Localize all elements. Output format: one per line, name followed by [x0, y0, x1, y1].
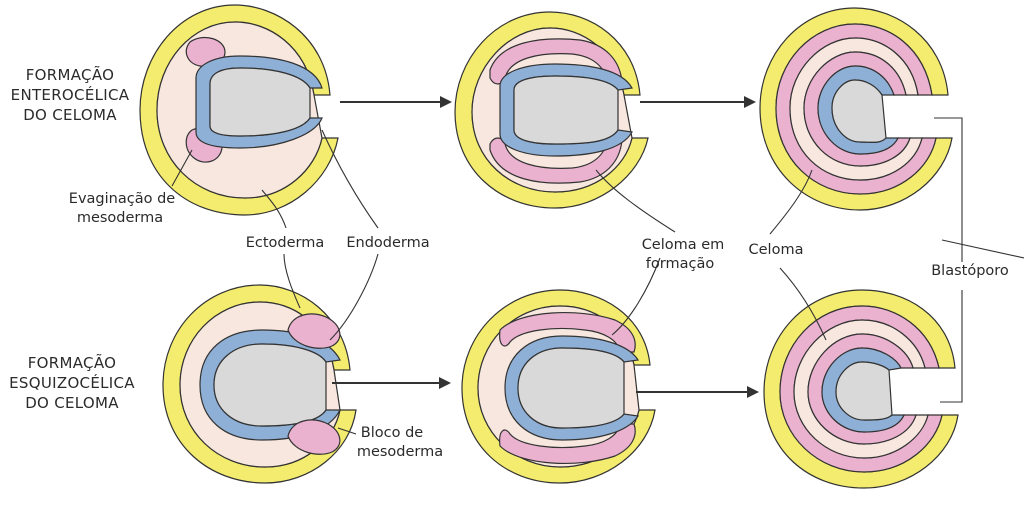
embryo-enterocoely-stage-3	[759, 7, 953, 211]
label-mesoderma: mesoderma	[77, 210, 163, 226]
label-formacao: formação	[646, 256, 715, 272]
row-label-line: FORMAÇÃO	[28, 353, 116, 372]
archenteron-cavity	[213, 343, 327, 427]
arrow-head-icon	[747, 386, 759, 398]
row-label-line: DO CELOMA	[25, 394, 119, 412]
mesoderm-pouch-lower	[499, 423, 636, 465]
label-endoderma: Endoderma	[346, 235, 429, 251]
row-label-schizocoely: FORMAÇÃO ESQUIZOCÉLICA DO CELOMA	[9, 353, 135, 412]
archenteron-cavity	[831, 79, 887, 143]
archenteron-cavity	[835, 361, 893, 421]
arrow-head-icon	[440, 96, 452, 108]
embryo-enterocoely-stage-2	[454, 11, 649, 209]
row-label-line: DO CELOMA	[23, 106, 117, 124]
arrow-head-icon	[744, 96, 756, 108]
embryo-enterocoely-stage-1	[139, 4, 339, 216]
embryo-schizocoely-stage-2	[461, 289, 656, 484]
embryo-schizocoely-stage-1	[162, 284, 357, 484]
mesoderm-block-lower	[287, 419, 341, 455]
archenteron-cavity	[517, 347, 625, 429]
label-celoma: Celoma	[749, 242, 804, 258]
archenteron-cavity	[513, 75, 619, 145]
label-blastoporo: Blastóporo	[931, 263, 1009, 279]
row-label-line: FORMAÇÃO	[26, 65, 114, 84]
label-ectoderma: Ectoderma	[246, 235, 325, 251]
label-bloco-mesoderma: mesoderma	[357, 444, 443, 460]
archenteron-cavity	[209, 67, 311, 137]
row-label-line: ENTEROCÉLICA	[11, 85, 130, 104]
row-label-line: ESQUIZOCÉLICA	[9, 373, 135, 392]
stage-arrows	[332, 96, 759, 398]
label-celoma-em: Celoma em	[642, 237, 725, 253]
mesoderm-pouch-upper	[499, 311, 636, 353]
label-bloco-de: Bloco de	[361, 425, 424, 441]
arrow-head-icon	[439, 377, 451, 389]
mesoderm-block-upper	[287, 313, 341, 349]
row-label-enterocoely: FORMAÇÃO ENTEROCÉLICA DO CELOMA	[11, 65, 130, 124]
leader-lines	[171, 117, 1024, 435]
label-evaginacao-de: Evaginação de	[69, 191, 175, 207]
embryo-schizocoely-stage-3	[763, 289, 959, 489]
